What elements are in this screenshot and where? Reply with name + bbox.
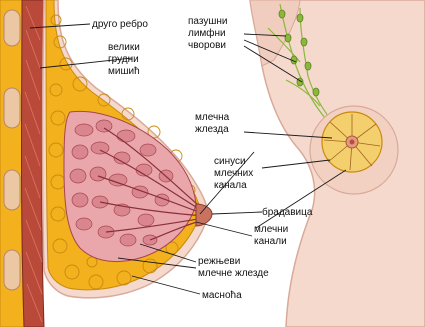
label-muscle-1: велики (108, 42, 140, 53)
label-gland-1: млечна (195, 112, 230, 123)
label-lobes-1: режњеви (198, 256, 240, 267)
label-rib: друго ребро (92, 18, 148, 30)
nipple-leader (212, 212, 262, 214)
label-sinus-1: синуси (214, 156, 246, 167)
front-nipple (350, 140, 355, 145)
label-muscle-3: мишић (108, 66, 140, 77)
label-sinus-2: млечних (214, 168, 253, 179)
label-lymph-1: пазушни (188, 16, 227, 27)
label-gland-2: жлезда (195, 124, 229, 135)
label-lymph-2: лимфни (188, 27, 226, 39)
label-lymph-3: чворови (188, 40, 226, 51)
label-sinus-3: канала (214, 180, 247, 191)
label-lobes-2: млечне жлезде (198, 268, 269, 279)
label-ducts-2: канали (254, 236, 287, 247)
label-ducts-1: млечни (254, 224, 288, 235)
ducts-leader-1 (196, 222, 252, 236)
cross-section (0, 0, 212, 327)
frontal-torso (250, 0, 425, 327)
label-nipple: брадавица (262, 206, 313, 218)
label-muscle-2: грудни (108, 54, 139, 65)
label-fat: масноћа (202, 290, 242, 301)
